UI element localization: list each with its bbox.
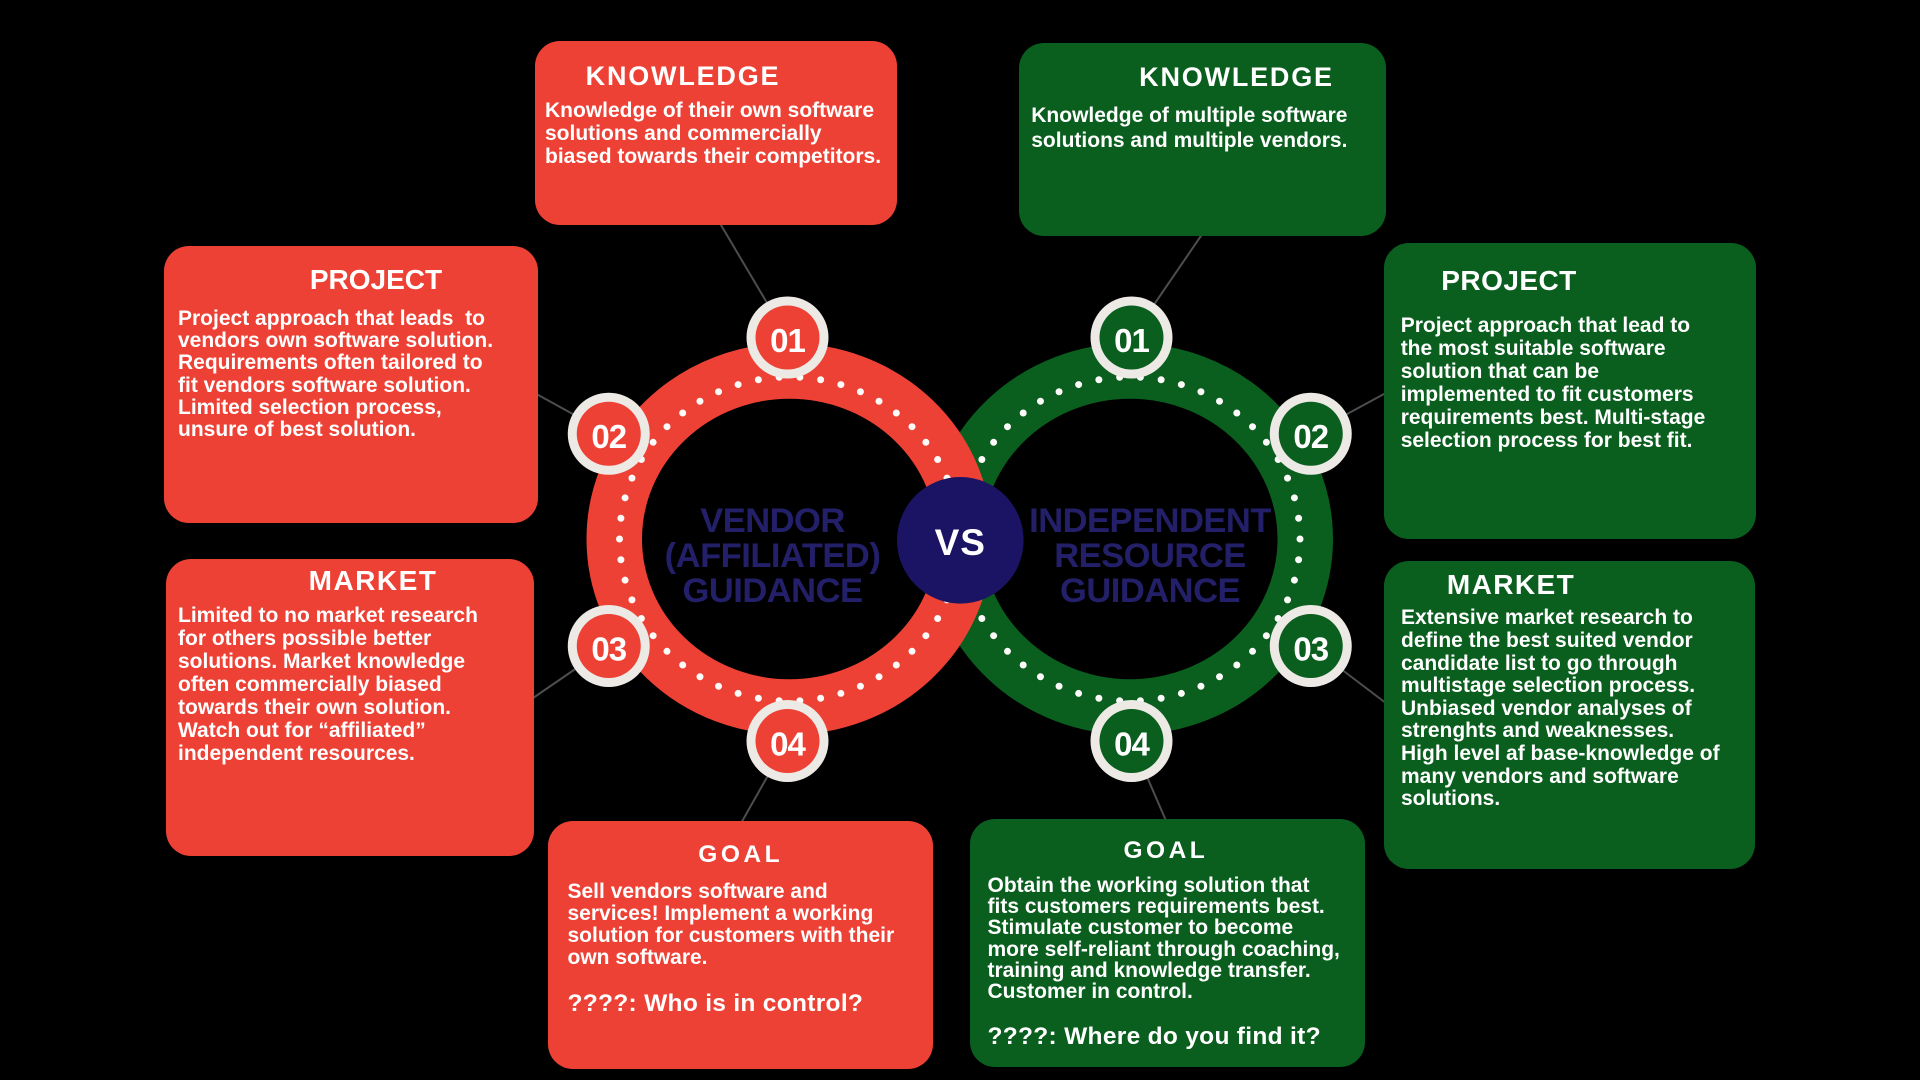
svg-text:02: 02: [591, 418, 626, 455]
svg-text:01: 01: [770, 322, 805, 359]
svg-text:03: 03: [591, 630, 626, 667]
svg-text:01: 01: [1114, 322, 1149, 359]
svg-text:03: 03: [1293, 630, 1328, 667]
svg-text:04: 04: [770, 725, 806, 762]
svg-text:02: 02: [1293, 418, 1328, 455]
svg-text:04: 04: [1114, 725, 1150, 762]
svg-text:VS: VS: [935, 522, 986, 563]
